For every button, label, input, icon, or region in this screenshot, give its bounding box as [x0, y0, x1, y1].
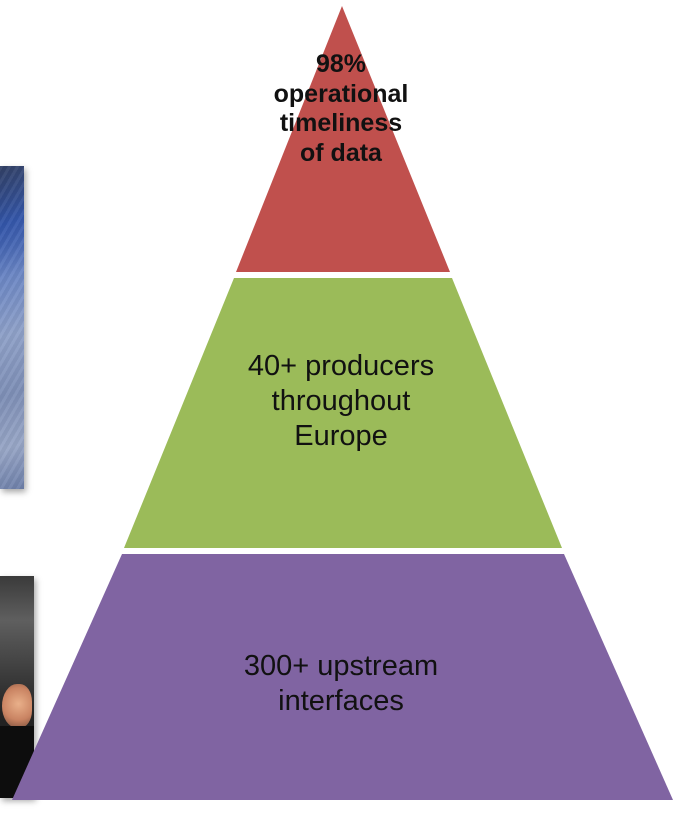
tier-bottom-line-1: 300+ upstream [243, 650, 439, 682]
tier-middle-line-3: Europe [294, 419, 388, 452]
tier-middle-line-1: 40+ producers [247, 350, 435, 382]
tier-top-line-2: operational [273, 79, 409, 108]
tier-top-line-1: 98% [315, 50, 367, 78]
person-photo [0, 576, 34, 798]
pyramid-tier-middle [124, 278, 562, 548]
pyramid-tier-top [236, 6, 450, 272]
tier-middle-label: 40+ producers throughout Europe [196, 349, 486, 453]
tier-top-label: 98% operational timeliness of data [243, 50, 439, 168]
pyramid-tier-bottom [12, 554, 673, 800]
data-center-photo [0, 166, 24, 489]
tier-bottom-label: 300+ upstream interfaces [176, 649, 506, 719]
tier-middle-line-2: throughout [271, 384, 411, 417]
tier-top-line-4: of data [300, 138, 382, 167]
tier-top-line-3: timeliness [279, 109, 403, 137]
person-face-icon [2, 684, 32, 728]
tier-bottom-line-2: interfaces [278, 684, 404, 717]
